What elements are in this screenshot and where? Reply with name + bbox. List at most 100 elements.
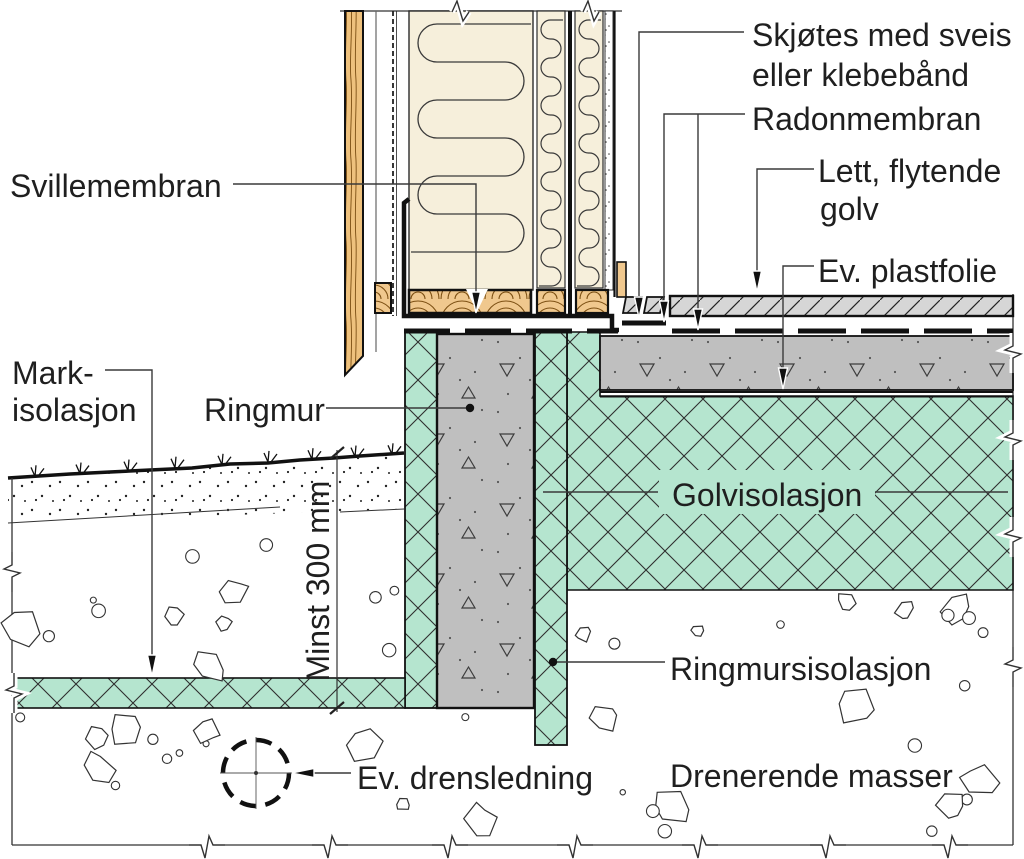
label-golvisolasjon: Golvisolasjon xyxy=(672,477,862,513)
gravel-stone xyxy=(893,600,914,620)
label-markisolasjon-line2: isolasjon xyxy=(12,392,137,428)
gravel-stone xyxy=(345,728,384,762)
break-mark xyxy=(432,833,468,859)
gravel-stone xyxy=(147,733,159,745)
wall-cladding-board xyxy=(344,10,364,378)
labels: Svillemembran Mark- isolasjon Ringmur Sk… xyxy=(10,17,1012,796)
gravel-stone xyxy=(962,611,976,626)
concrete-screed-slab xyxy=(599,335,1014,391)
arrowhead-left xyxy=(291,767,315,779)
break-marks xyxy=(0,333,1024,859)
grass-tuft xyxy=(75,462,90,474)
label-ev-plastfolie: Ev. plastfolie xyxy=(818,253,997,289)
topsoil-bottom-line xyxy=(7,506,405,524)
gravel-stone xyxy=(0,611,41,648)
grass-tuft xyxy=(30,465,45,477)
floor-assembly xyxy=(11,261,1015,746)
gravel-stone xyxy=(461,713,470,722)
gravel-stone xyxy=(389,585,400,596)
label-lett-flytende-line2: golv xyxy=(820,191,879,227)
break-mark xyxy=(682,833,718,859)
break-mark xyxy=(312,833,348,859)
ringwall-insulation-right-strip xyxy=(534,331,568,746)
gravel-stone xyxy=(958,679,971,692)
leader-lines xyxy=(105,31,1008,774)
leader-markisolasjon xyxy=(105,369,153,656)
leader-arrowheads xyxy=(146,270,789,779)
grass-tuft xyxy=(217,453,232,466)
arrowhead xyxy=(777,367,789,390)
gravel-stone xyxy=(381,642,397,658)
arrowhead xyxy=(751,270,763,293)
gravel-stone xyxy=(654,790,690,823)
break-mark xyxy=(810,833,846,859)
floating-floor-layer xyxy=(668,294,1015,318)
gravel-stone xyxy=(110,780,121,791)
leader-svillemembran xyxy=(233,183,477,292)
label-skjotes-line2: eller klebebånd xyxy=(752,57,969,93)
label-lett-flytende-line1: Lett, flytende xyxy=(818,153,1001,189)
gravel-stone xyxy=(462,801,498,837)
label-radonmembran: Radonmembran xyxy=(752,101,981,137)
gravel-stone xyxy=(776,620,785,629)
gravel-stone xyxy=(83,750,117,784)
gravel-stone xyxy=(608,637,621,650)
arrowhead xyxy=(470,291,482,314)
gravel-stone xyxy=(215,615,233,632)
inner-bay-insulation xyxy=(574,10,604,289)
stones-drainage-gravel xyxy=(0,538,1001,839)
gravel-stone xyxy=(619,788,626,796)
gravel-stone xyxy=(369,590,382,604)
gravel-stone xyxy=(175,749,184,757)
wall-assembly xyxy=(340,0,622,378)
gravel-stone xyxy=(907,738,923,753)
gravel-stone xyxy=(192,718,221,745)
label-ev-drensledning: Ev. drensledning xyxy=(357,760,593,796)
label-minst-300-mm: Minst 300 mm xyxy=(300,481,336,682)
mineral-wool-loops xyxy=(577,19,601,287)
gravel-stone xyxy=(91,603,106,619)
gravel-stone xyxy=(837,593,857,611)
arrowhead xyxy=(146,654,158,677)
gravel-stone xyxy=(838,688,875,724)
break-mark xyxy=(3,673,25,713)
grass-tuft xyxy=(350,445,365,457)
gravel-stone xyxy=(977,627,989,639)
grass-tuft xyxy=(263,450,278,463)
gravel-stone xyxy=(960,793,973,806)
label-skjotes-line1: Skjøtes med sveis xyxy=(752,17,1012,53)
arrowhead xyxy=(692,308,704,331)
inner-lining-board-speckles xyxy=(605,11,613,290)
label-drenerende-masser: Drenerende masser xyxy=(670,758,953,794)
gravel-stone xyxy=(15,712,26,723)
gravel-stone xyxy=(185,549,200,564)
grass-tuft xyxy=(123,459,138,471)
break-mark xyxy=(557,833,593,859)
leader-ev-plastfolie xyxy=(782,265,814,368)
grass-tuft xyxy=(387,443,402,455)
sill-membrane-line xyxy=(401,197,619,333)
gravel-stone xyxy=(161,753,173,765)
cladding-nailer-block xyxy=(374,282,392,314)
gravel-stone xyxy=(42,629,56,643)
gravel-stone xyxy=(934,793,964,819)
break-mark xyxy=(1,552,23,592)
break-mark xyxy=(1002,420,1024,460)
golvisolasjon-label-background xyxy=(659,470,875,514)
ground-insulation-markisolasjon-strip xyxy=(11,677,406,709)
leader-dot-ringmur xyxy=(465,403,475,413)
ringwall-insulation-left-strip xyxy=(404,331,438,709)
gravel-stone xyxy=(164,606,185,626)
label-markisolasjon-line1: Mark- xyxy=(12,355,94,391)
break-mark xyxy=(932,833,968,859)
ground-surface-line xyxy=(7,451,405,480)
dimension-ticks xyxy=(329,446,345,715)
mineral-wool-loops xyxy=(539,19,563,287)
grass-tufts xyxy=(30,443,402,477)
wall-break-mark xyxy=(451,0,470,23)
ringwall-concrete xyxy=(435,332,536,710)
sill-plate xyxy=(574,288,610,315)
gravel-stone xyxy=(574,626,592,643)
